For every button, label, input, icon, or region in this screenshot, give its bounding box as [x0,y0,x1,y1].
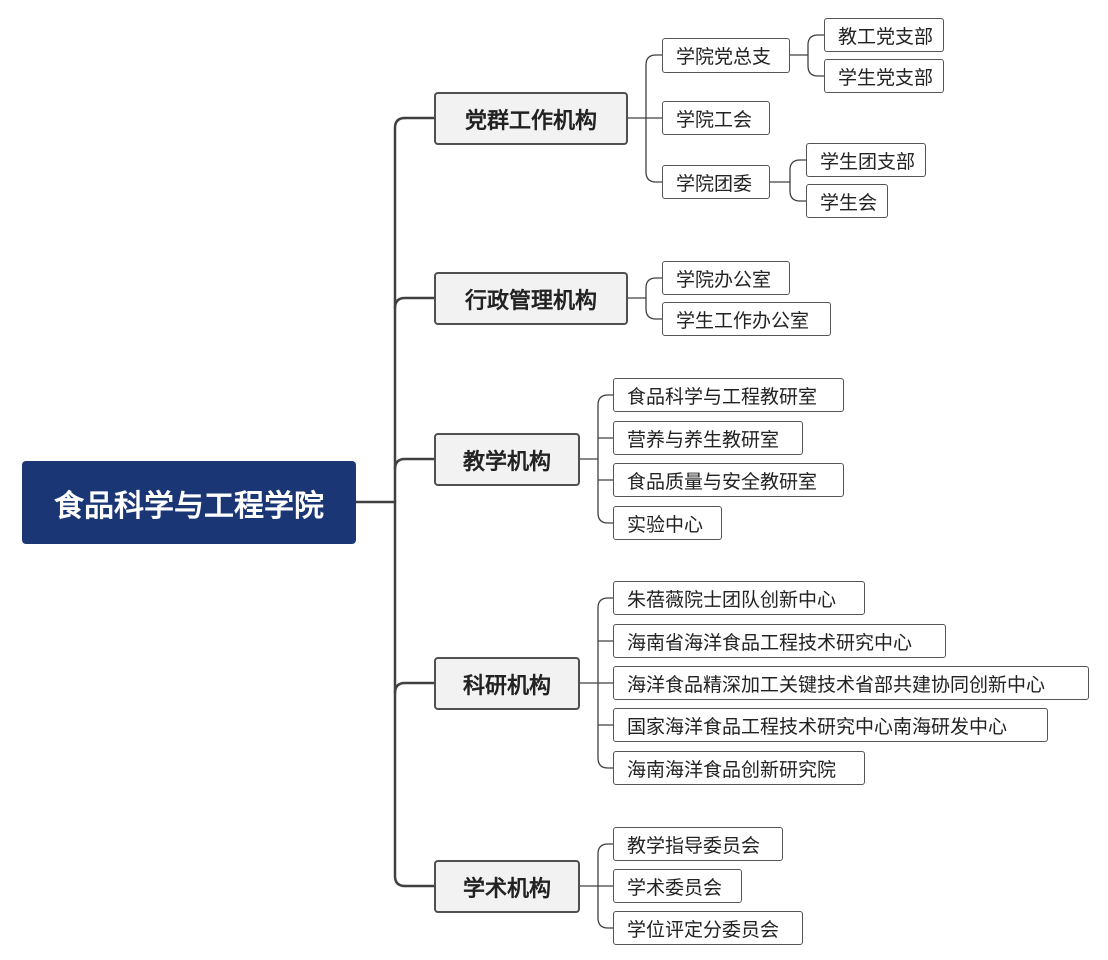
branch-node-research[interactable]: 科研机构 [434,657,580,710]
leaf-label: 海南海洋食品创新研究院 [627,758,837,781]
link-dangqun [627,54,663,183]
leaf-label: 海洋食品精深加工关键技术省部共建协同创新中心 [627,673,1046,696]
leaf-node[interactable]: 实验中心 [613,506,722,540]
spine-main [393,116,407,888]
root-label: 食品科学与工程学院 [54,488,324,524]
root-node[interactable]: 食品科学与工程学院 [22,461,356,544]
leaf-label: 朱蓓薇院士团队创新中心 [627,588,837,611]
link-keyan [579,597,614,769]
branch-label: 学术机构 [462,876,551,902]
leaf-label: 营养与养生教研室 [627,428,780,451]
leaf-label: 学位评定分委员会 [627,918,780,941]
leaf-label: 学院工会 [676,108,753,131]
leaf-node[interactable]: 营养与养生教研室 [613,421,803,455]
leaf-node[interactable]: 海南海洋食品创新研究院 [613,751,865,785]
branch-node-party[interactable]: 党群工作机构 [434,92,628,145]
leaf-node[interactable]: 学院团委 [662,165,770,199]
leaf-label: 国家海洋食品工程技术研究中心南海研发中心 [627,715,1008,738]
leaf-node[interactable]: 国家海洋食品工程技术研究中心南海研发中心 [613,708,1048,742]
leaf-node[interactable]: 食品质量与安全教研室 [613,463,844,497]
leaf-node[interactable]: 学生党支部 [824,59,944,93]
branch-label: 党群工作机构 [464,108,597,134]
leaf-node[interactable]: 学院工会 [662,101,770,135]
link-branch-3 [393,457,436,471]
branch-label: 行政管理机构 [464,288,597,314]
leaf-node[interactable]: 海南省海洋食品工程技术研究中心 [613,624,946,658]
leaf-label: 学院团委 [676,172,753,195]
link-xingzheng [627,277,663,320]
leaf-node[interactable]: 海洋食品精深加工关键技术省部共建协同创新中心 [613,666,1089,700]
leaf-label: 学院党总支 [676,46,772,68]
leaf-label: 教工党支部 [838,25,934,48]
leaf-label: 学生会 [820,191,878,214]
leaf-node[interactable]: 学生工作办公室 [662,302,831,336]
leaf-node[interactable]: 学位评定分委员会 [613,911,803,945]
branch-label: 科研机构 [462,673,551,699]
leaf-node[interactable]: 食品科学与工程教研室 [613,378,844,412]
leaf-label: 教学指导委员会 [627,834,761,857]
leaf-label: 海南省海洋食品工程技术研究中心 [627,631,913,654]
leaf-label: 学术委员会 [627,876,723,899]
link-tuanwei [769,159,807,202]
link-branch-4 [393,681,436,695]
leaf-label: 实验中心 [627,513,704,536]
link-jiaoxue [579,394,614,524]
branch-node-teaching[interactable]: 教学机构 [434,433,580,486]
leaf-label: 学生工作办公室 [676,309,810,332]
leaf-node[interactable]: 学院办公室 [662,261,790,295]
branch-node-academic[interactable]: 学术机构 [434,860,580,913]
branch-label: 教学机构 [462,449,551,475]
leaf-node[interactable]: 学生会 [806,184,888,218]
leaf-node[interactable]: 学术委员会 [613,869,742,903]
branch-node-admin[interactable]: 行政管理机构 [434,272,628,325]
leaf-node[interactable]: 学院党总支 [662,38,790,73]
link-dangzongzhi [789,34,825,77]
leaf-label: 食品质量与安全教研室 [627,470,818,493]
link-branch-2 [393,296,436,310]
leaf-node[interactable]: 朱蓓薇院士团队创新中心 [613,581,865,615]
leaf-label: 学生团支部 [820,150,916,173]
leaf-node[interactable]: 教学指导委员会 [613,827,783,861]
link-xueshu [579,843,614,929]
leaf-label: 食品科学与工程教研室 [627,385,818,408]
leaf-node[interactable]: 学生团支部 [806,143,926,177]
leaf-label: 学院办公室 [676,268,772,291]
leaf-label: 学生党支部 [838,66,934,89]
leaf-node[interactable]: 教工党支部 [824,18,944,52]
